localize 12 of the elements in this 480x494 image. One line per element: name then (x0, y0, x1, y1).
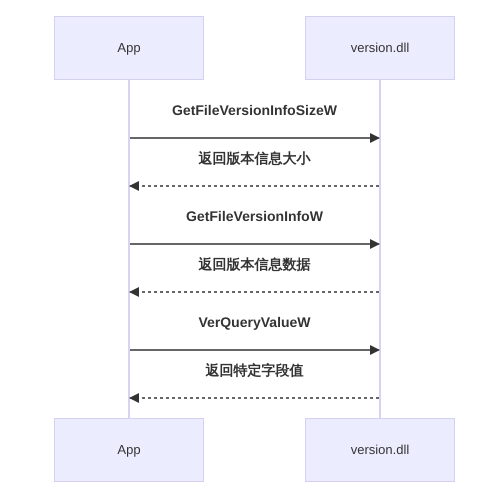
participant-box: version.dll (305, 16, 455, 80)
message-arrow (130, 345, 380, 355)
message-arrow (130, 239, 380, 249)
message-arrow (130, 133, 380, 143)
message-arrow (129, 287, 379, 297)
lifeline (379, 80, 381, 418)
message-arrow (129, 181, 379, 191)
participant-box: App (54, 16, 204, 80)
participant-box: version.dll (305, 418, 455, 482)
lifeline (128, 80, 130, 418)
participant-box: App (54, 418, 204, 482)
message-arrow (129, 393, 379, 403)
